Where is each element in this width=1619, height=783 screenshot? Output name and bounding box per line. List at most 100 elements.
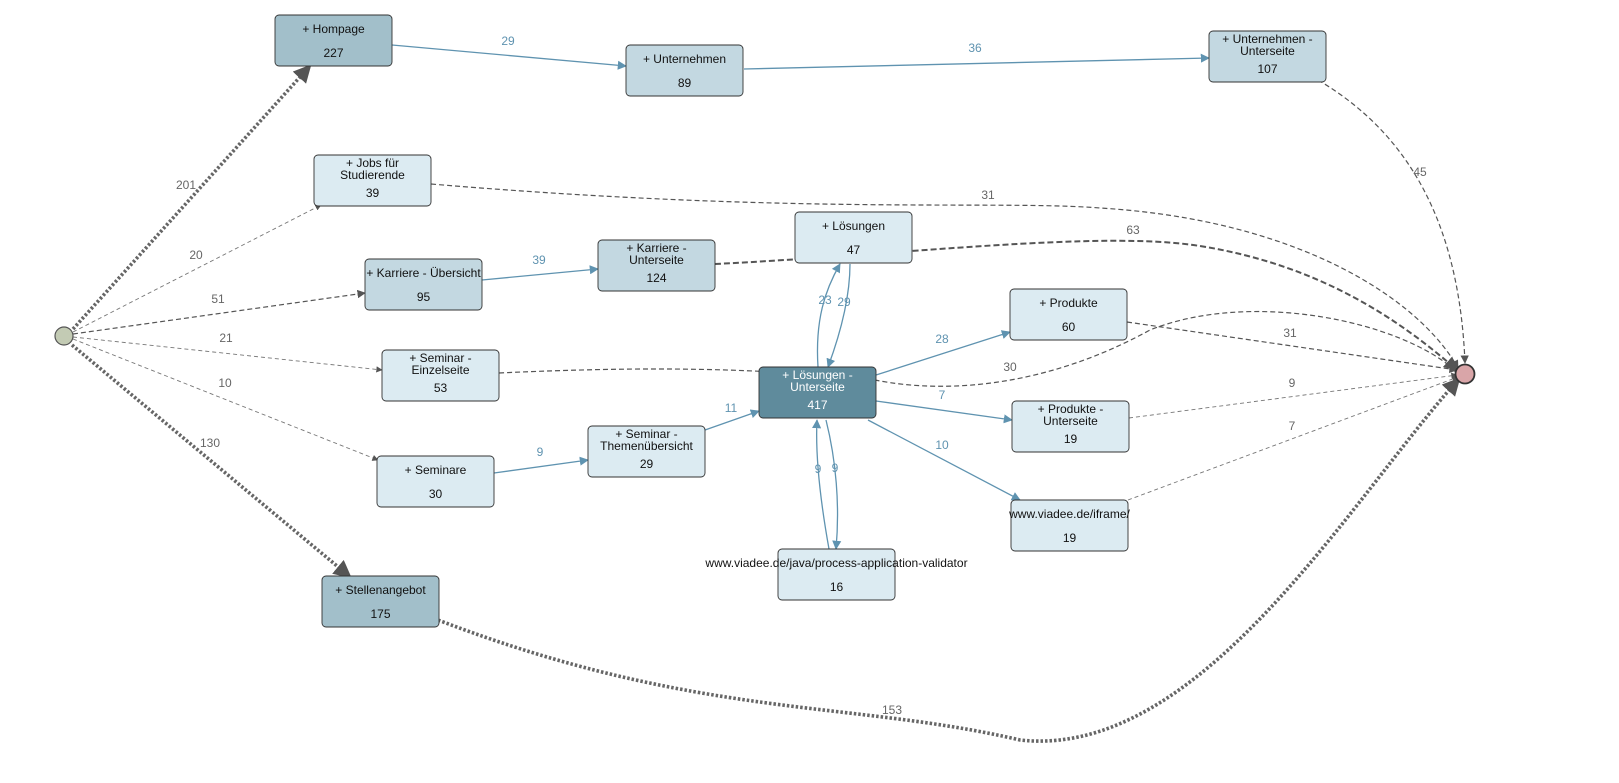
edge-line[interactable] [812,419,830,550]
edge-loesungen-to-loesungen_unterseite[interactable]: 29 [826,263,851,368]
node-box[interactable] [587,425,706,478]
edge-label: 201 [176,178,196,192]
node-iframe[interactable]: www.viadee.de/iframe/19 [1008,499,1131,552]
edge-seminar_themen-to-loesungen_unterseite[interactable]: 11 [704,401,760,431]
node-box[interactable] [625,44,744,97]
edge-line[interactable] [1317,79,1469,364]
edge-start-to-stellenangebot[interactable]: 130 [70,343,352,579]
edge-hompage-to-unternehmen[interactable]: 29 [391,34,627,70]
edge-line[interactable] [391,44,627,70]
node-title: Unterseite [629,253,684,267]
edge-label: 31 [981,188,995,202]
edge-label: 31 [1283,326,1297,340]
edge-line[interactable] [437,377,1461,743]
node-box[interactable] [376,455,495,508]
edge-start-to-hompage[interactable]: 201 [71,64,312,331]
edge-unternehmen_unterseite-to-end[interactable]: 45 [1317,79,1469,364]
edge-line[interactable] [875,400,1013,424]
edge-loesungen_unterseite-to-iframe[interactable]: 10 [867,419,1021,501]
node-title: Studierende [340,168,405,182]
edge-iframe-to-end[interactable]: 7 [1127,376,1459,501]
edge-start-to-karriere_uebersicht[interactable]: 51 [72,289,366,335]
node-count: 95 [417,290,431,304]
edge-jobs_studierende-to-end[interactable]: 31 [430,183,1459,369]
edge-line[interactable] [72,289,366,335]
node-box[interactable] [274,14,393,67]
edge-line[interactable] [498,310,1458,387]
end-node-circle[interactable] [1454,363,1476,385]
edge-label: 29 [501,34,515,48]
node-box[interactable] [1009,288,1128,341]
edge-label: 28 [935,332,949,346]
node-box[interactable] [364,258,483,311]
edge-line[interactable] [481,265,599,281]
edge-start-to-seminar_einzelseite[interactable]: 21 [72,331,383,373]
node-box[interactable] [758,366,877,419]
edge-line[interactable] [72,336,383,373]
edge-loesungen_unterseite-to-validator[interactable]: 9 [825,419,842,550]
edge-line[interactable] [816,263,841,368]
edge-line[interactable] [743,53,1210,70]
edge-start-to-seminare[interactable]: 10 [72,338,379,461]
edge-loesungen_unterseite-to-produkte_unterseite[interactable]: 7 [875,388,1013,424]
edge-seminar_einzelseite-to-end[interactable]: 30 [498,310,1458,387]
edge-line[interactable] [825,419,842,550]
node-box[interactable] [1208,30,1327,83]
node-box[interactable] [597,239,716,292]
edge-seminare-to-seminar_themen[interactable]: 9 [493,445,589,474]
edge-label: 63 [1126,223,1140,237]
edge-line[interactable] [704,409,760,431]
node-box[interactable] [321,575,440,628]
edge-stellenangebot-to-end[interactable]: 153 [437,377,1461,743]
edge-line[interactable] [1128,372,1458,419]
edge-start-to-jobs_studierende[interactable]: 20 [72,204,322,333]
edge-line[interactable] [430,183,1459,369]
node-box[interactable] [794,211,913,264]
node-title: Unterseite [1043,414,1098,428]
edge-line[interactable] [867,419,1021,501]
edge-label: 36 [968,41,982,55]
node-count: 19 [1063,531,1077,545]
edge-line[interactable] [70,343,352,579]
edge-line[interactable] [1127,376,1459,501]
node-title: Themenübersicht [600,439,693,453]
node-box[interactable] [1011,400,1130,453]
edge-validator-to-loesungen_unterseite[interactable]: 9 [812,419,830,550]
edge-line[interactable] [72,204,322,333]
edge-unternehmen-to-unternehmen_unterseite[interactable]: 36 [743,41,1210,70]
edge-line[interactable] [875,330,1011,376]
start-node-circle[interactable] [54,326,74,346]
edge-line[interactable] [71,64,312,331]
node-box[interactable] [381,349,500,402]
node-count: 124 [646,271,666,285]
edge-line[interactable] [826,263,851,368]
edge-line[interactable] [493,456,589,474]
edge-loesungen_unterseite-to-produkte[interactable]: 28 [875,330,1011,376]
edge-produkte_unterseite-to-end[interactable]: 9 [1128,372,1458,419]
edge-label: 7 [1289,419,1296,433]
node-box[interactable] [777,548,896,601]
node-box[interactable] [313,154,432,207]
edge-label: 10 [935,438,949,452]
node-validator[interactable]: www.viadee.de/java/process-application-v… [704,548,968,601]
edge-produkte-to-end[interactable]: 31 [1126,321,1458,374]
node-box[interactable] [1010,499,1129,552]
edge-karriere_uebersicht-to-karriere_unterseite[interactable]: 39 [481,253,599,281]
edge-loesungen_unterseite-to-loesungen[interactable]: 23 [816,263,841,368]
edge-line[interactable] [72,338,379,461]
